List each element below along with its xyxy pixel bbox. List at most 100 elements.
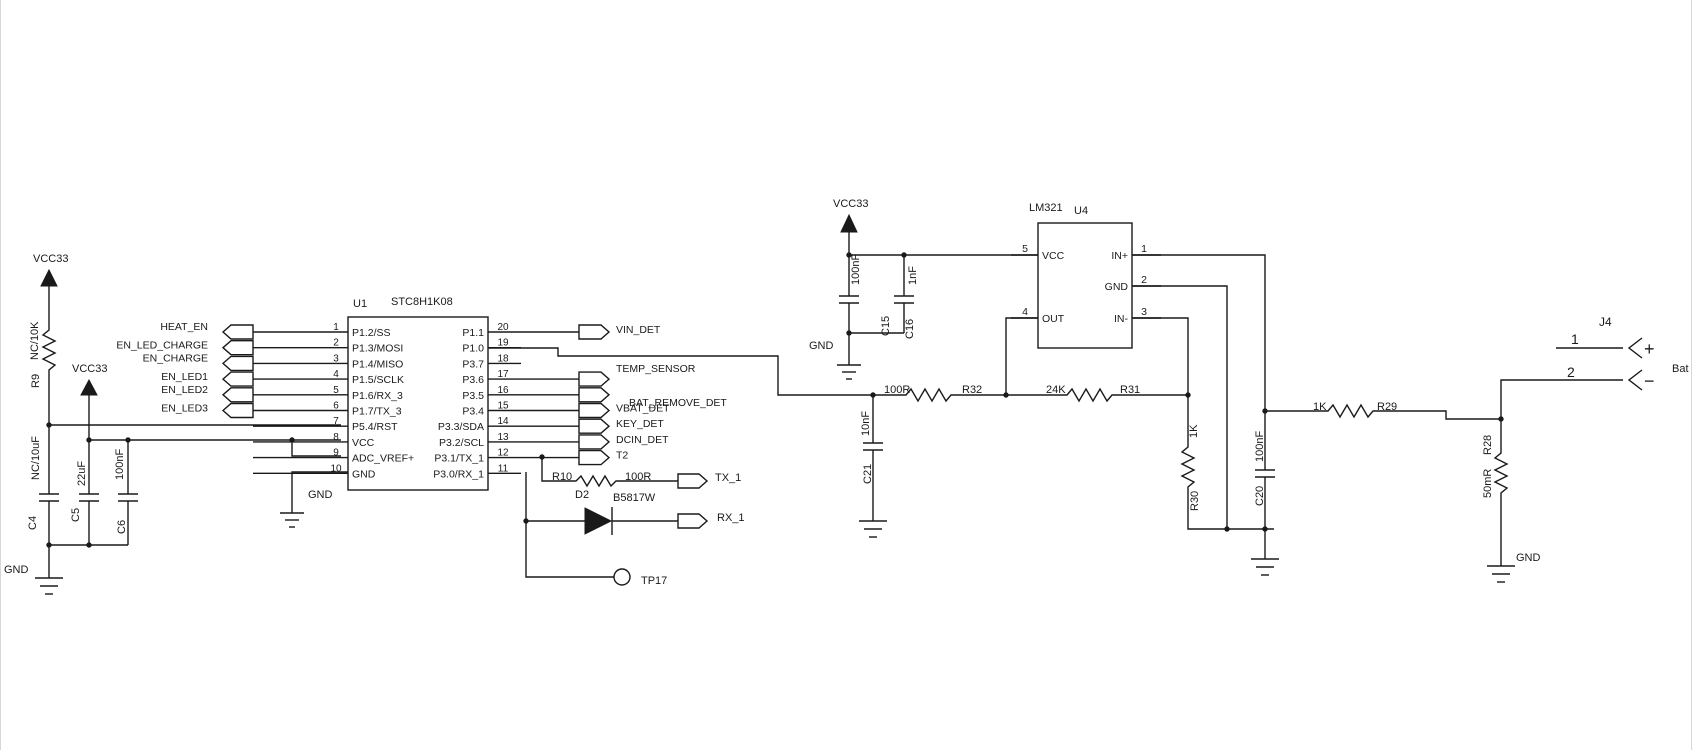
net-label: EN_LED_CHARGE: [116, 340, 208, 352]
svg-text:GND: GND: [4, 564, 29, 576]
u1-pin-number: 2: [333, 338, 339, 349]
u1-pin-number: 14: [497, 416, 509, 427]
svg-text:C21: C21: [862, 464, 874, 484]
u1-pin-name: VCC: [352, 437, 375, 449]
svg-text:1: 1: [1571, 331, 1579, 347]
svg-text:B5817W: B5817W: [613, 492, 656, 504]
u1-pin-number: 4: [333, 369, 339, 380]
svg-text:2: 2: [1567, 364, 1575, 380]
net-label: VIN_DET: [616, 324, 661, 336]
u4-pin-name: GND: [1105, 281, 1129, 293]
capacitor-c16: 1nF C16: [894, 255, 919, 339]
capacitor-c4: NC/10uF C4: [27, 425, 59, 545]
u1-pin-name: P1.0: [462, 343, 484, 355]
u1-pin-name: P3.1/TX_1: [434, 453, 484, 465]
u1-pin-number: 13: [497, 432, 509, 443]
svg-text:GND: GND: [308, 489, 333, 501]
u1-pin-name: P3.5: [462, 390, 484, 402]
u1-pin-number: 5: [333, 385, 339, 396]
svg-text:R29: R29: [1377, 401, 1397, 413]
svg-text:22uF: 22uF: [76, 461, 88, 486]
svg-text:C15: C15: [880, 316, 892, 336]
net-port-shape: [221, 402, 254, 419]
u1-pin-name: P1.4/MISO: [352, 358, 403, 370]
capacitor-c21: 10nF C21: [859, 395, 887, 538]
svg-text:LM321: LM321: [1029, 202, 1063, 214]
net-port-shape: [221, 371, 254, 387]
svg-text:100nF: 100nF: [850, 254, 862, 285]
gnd-symbol-c15: GND: [809, 333, 861, 380]
capacitor-c5: 22uF C5: [70, 440, 99, 545]
net-label: DCIN_DET: [616, 434, 669, 446]
capacitor-c6: 100nF C6: [114, 440, 138, 545]
u4-pin-number: 3: [1141, 306, 1147, 318]
u1-pin-number: 18: [497, 353, 509, 364]
u1-pin-number: 16: [497, 385, 509, 396]
net-label: TEMP_SENSOR: [616, 363, 696, 375]
svg-text:R30: R30: [1189, 491, 1201, 511]
net-port-shape: [578, 434, 611, 450]
net-port-shape: [221, 387, 254, 403]
u1-pin-number: 17: [497, 369, 509, 380]
svg-text:NC/10K: NC/10K: [29, 321, 41, 360]
resistor-r10: R10 100R: [541, 457, 678, 488]
net-port-shape: [578, 449, 611, 466]
capacitor-c15: 100nF C15: [839, 254, 892, 336]
svg-text:U4: U4: [1074, 205, 1088, 217]
net-label: EN_LED3: [161, 403, 208, 415]
svg-text:C6: C6: [116, 520, 128, 534]
svg-text:J4: J4: [1599, 315, 1612, 329]
svg-text:1K: 1K: [1188, 424, 1200, 438]
svg-text:STC8H1K08: STC8H1K08: [391, 296, 453, 308]
vcc33-symbol-left-2: VCC33: [72, 363, 107, 440]
svg-text:VCC33: VCC33: [72, 363, 107, 375]
net-label: KEY_DET: [616, 418, 664, 430]
net-port-shape: [578, 324, 611, 340]
svg-text:R32: R32: [962, 384, 982, 396]
u1-pin-name: P3.3/SDA: [438, 421, 484, 433]
svg-text:NC/10uF: NC/10uF: [30, 436, 42, 480]
svg-text:GND: GND: [1516, 552, 1541, 564]
u1-pin-name: P3.0/RX_1: [433, 468, 484, 480]
u1-pin-name: P3.4: [462, 406, 484, 418]
u1-mcu: U1 STC8H1K08: [347, 296, 489, 491]
wire-bat-minus: [1500, 379, 1623, 419]
rx-net-label: RX_1: [677, 512, 745, 529]
wire-in-plus: [1132, 254, 1266, 470]
resistor-r32: 100R R32: [828, 384, 1006, 403]
svg-text:D2: D2: [575, 489, 589, 501]
u4-pin-name: IN+: [1111, 250, 1128, 262]
resistor-r31: 24K R31: [1006, 384, 1188, 403]
vcc33-symbol-left: VCC33: [33, 253, 68, 320]
u1-pin-name: GND: [352, 468, 376, 480]
svg-text:100nF: 100nF: [114, 449, 126, 480]
svg-text:Bat: Bat: [1672, 363, 1689, 375]
connector-j4: J4 1 2 + − Bat: [1556, 315, 1689, 391]
u1-pin-name: ADC_VREF+: [352, 453, 414, 465]
u1-pin-number: 6: [333, 401, 339, 412]
capacitor-c20: 100nF C20: [1251, 431, 1279, 576]
u1-pin-name: P3.7: [462, 358, 484, 370]
u1-right-pins: 20P1.119P1.018P3.717P3.616P3.515P3.414P3…: [433, 322, 521, 480]
u1-pin-number: 10: [330, 463, 342, 474]
svg-text:R9: R9: [30, 374, 42, 388]
svg-text:GND: GND: [809, 340, 834, 352]
u1-pin-number: 11: [498, 463, 509, 474]
u1-pin-name: P1.5/SCLK: [352, 374, 404, 386]
u1-pin-number: 3: [333, 353, 339, 364]
svg-text:100R: 100R: [625, 471, 651, 483]
u1-pin-name: P1.1: [462, 327, 484, 339]
u1-pin-name: P1.6/RX_3: [352, 390, 403, 402]
wire-p10-sense: [488, 347, 828, 396]
net-label: EN_LED2: [161, 384, 208, 396]
u1-pin-name: P5.4/RST: [352, 421, 398, 433]
right-net-labels: VIN_DETTEMP_SENSORBAT_REMOVE_DETVBAT_DET…: [521, 324, 727, 466]
u4-pin-number: 2: [1141, 274, 1147, 286]
testpoint-tp17: TP17: [525, 521, 667, 587]
svg-text:1nF: 1nF: [907, 266, 919, 285]
svg-text:100R: 100R: [884, 384, 910, 396]
net-label: BAT_REMOVE_DET: [629, 397, 727, 409]
u4-pin-number: 4: [1022, 306, 1028, 318]
